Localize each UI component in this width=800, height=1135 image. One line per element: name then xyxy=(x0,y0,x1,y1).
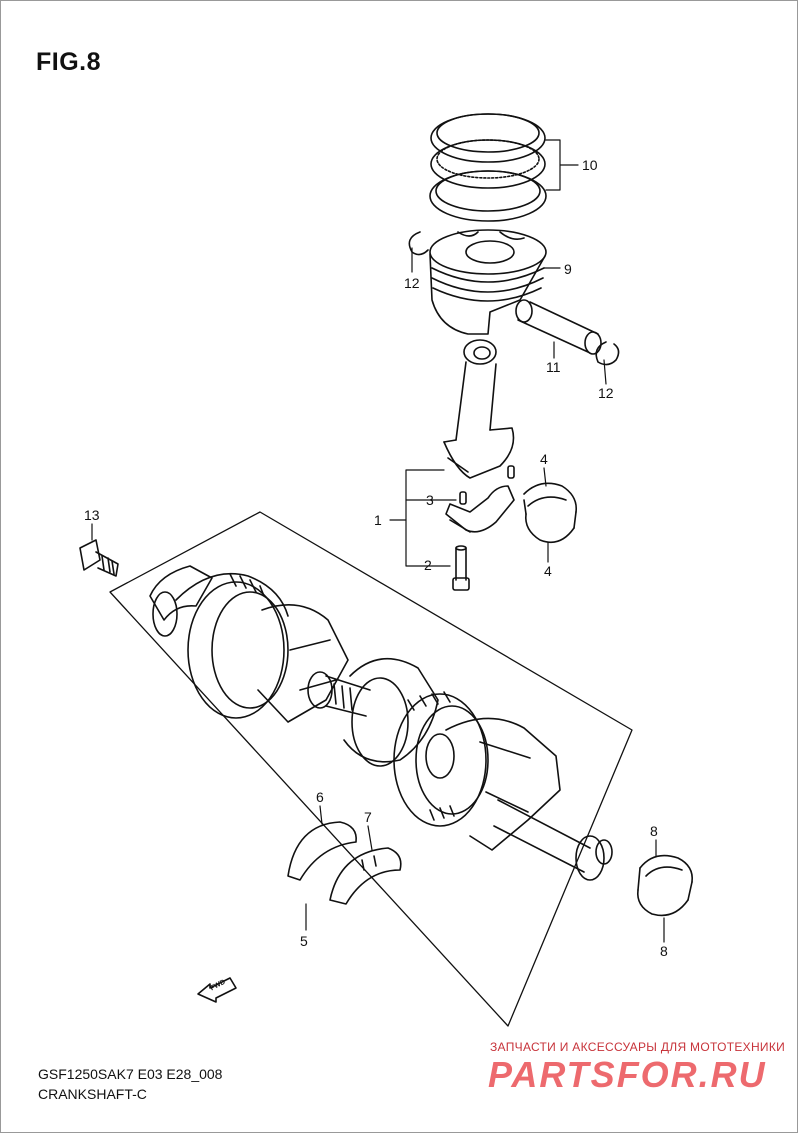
thrust-washer-6[interactable] xyxy=(287,821,357,881)
callout-12-left: 12 xyxy=(404,275,420,291)
callout-bracket xyxy=(389,469,457,567)
callout-2: 2 xyxy=(424,557,432,573)
rod-cap[interactable] xyxy=(445,485,515,533)
callout-7: 7 xyxy=(364,809,372,825)
circlip-right[interactable] xyxy=(595,341,620,366)
callout-4-bottom: 4 xyxy=(544,563,552,579)
piston-pin[interactable] xyxy=(515,299,602,355)
piston[interactable] xyxy=(429,229,547,335)
callout-4-top: 4 xyxy=(540,451,548,467)
callout-3: 3 xyxy=(426,492,434,508)
callout-1: 1 xyxy=(374,512,382,528)
rod-bolt[interactable] xyxy=(452,545,470,591)
callout-5: 5 xyxy=(300,933,308,949)
rod-insert-upper[interactable] xyxy=(507,465,515,479)
rod-insert-lower[interactable] xyxy=(459,491,467,505)
model-code: GSF1250SAK7 E03 E28_008 xyxy=(38,1066,223,1082)
fwd-arrow-icon xyxy=(197,977,237,1003)
callout-8-top: 8 xyxy=(650,823,658,839)
bolt-13[interactable] xyxy=(79,539,119,577)
callout-10: 10 xyxy=(582,157,598,173)
big-end-bearings[interactable] xyxy=(523,482,578,544)
connecting-rod[interactable] xyxy=(443,339,515,479)
thrust-washer-7[interactable] xyxy=(329,847,402,905)
main-bearings[interactable] xyxy=(636,854,694,917)
callout-9: 9 xyxy=(564,261,572,277)
callout-8-bottom: 8 xyxy=(660,943,668,959)
figure-title: FIG.8 xyxy=(36,48,102,76)
callout-6: 6 xyxy=(316,789,324,805)
leader-lines xyxy=(91,247,665,943)
rings-bracket xyxy=(545,139,579,191)
callout-12-right: 12 xyxy=(598,385,614,401)
watermark-brand: PARTSFOR.RU xyxy=(488,1054,767,1095)
crankshaft-box xyxy=(109,511,633,1027)
section-name: CRANKSHAFT-C xyxy=(38,1086,147,1102)
callout-13: 13 xyxy=(84,507,100,523)
crankshaft[interactable] xyxy=(149,565,613,881)
callout-11: 11 xyxy=(546,359,561,375)
watermark-tagline: ЗАПЧАСТИ И АКСЕССУАРЫ ДЛЯ МОТОТЕХНИКИ xyxy=(490,1040,786,1054)
piston-rings[interactable] xyxy=(429,113,547,222)
